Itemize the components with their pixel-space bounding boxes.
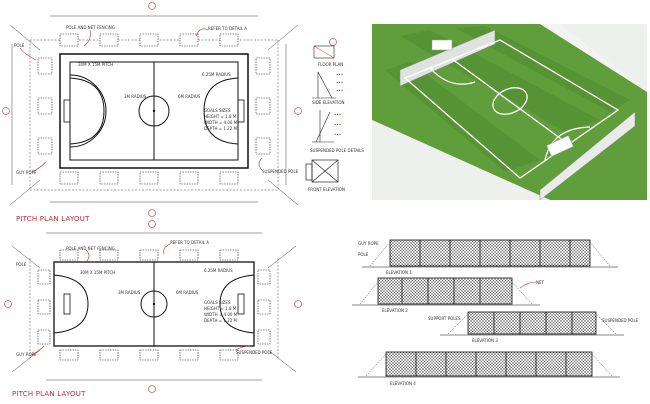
- label-pole-bottom: POLE: [16, 262, 27, 267]
- label-suspended-pole-bottom: SUSPENDED POLE: [236, 350, 273, 355]
- label-goal-depth: DEPTH = 1.22 M: [204, 126, 238, 131]
- label-elev1-pole: POLE: [358, 252, 369, 257]
- label-elevation-3: ELEVATION 3: [472, 338, 498, 343]
- label-arc-radius-top: 6.25M RADIUS: [202, 72, 231, 77]
- elevation-3: SUPPORT POLES SUSPENDED POLE ELEVATION 3: [428, 311, 639, 343]
- elevation-4: ELEVATION 4: [358, 351, 620, 386]
- pitch-3d-render: [372, 24, 647, 201]
- net-post-boxes: [37, 33, 271, 185]
- label-arc-radius-bottom: 6M RADIUS: [176, 290, 199, 295]
- label-goal-sizes-bottom: GOALS SIZES: [204, 300, 231, 305]
- suspended-pole-drawing: [312, 110, 334, 143]
- label-center-radius: 3M RADIUS: [124, 94, 147, 99]
- label-elev1-guy-rope: GUY ROPE: [358, 241, 379, 246]
- penalty-arc-left: [69, 77, 105, 145]
- detail-a: FLOOR PLAN ••• ••• ••• SIDE ELEVATION ••• •…: [305, 38, 364, 192]
- label-goal-width: WIDTH = 4.00 M: [204, 120, 238, 125]
- label-elevation-1: ELEVATION 1: [386, 270, 412, 275]
- elevation-1: GUY ROPE POLE ELEVATION 1: [358, 239, 618, 275]
- svg-text:•••: •••: [336, 88, 343, 93]
- label-pole-net-fencing-bottom: POLE AND NET FENCING: [66, 246, 115, 251]
- svg-text:•••: •••: [334, 132, 341, 137]
- label-suspended-pole-details: SUSPENDED POLE DETAILS: [310, 148, 364, 153]
- label-guy-rope: GUY ROPE: [16, 170, 37, 175]
- goal-left: [63, 99, 71, 123]
- goal-right: [237, 99, 245, 123]
- section-markers: [2, 2, 302, 217]
- label-floor-plan: FLOOR PLAN: [318, 62, 343, 67]
- center-circle: [138, 95, 170, 127]
- label-goal-depth-bottom: DEPTH = 1.22 M: [204, 318, 238, 323]
- svg-text:•••: •••: [336, 80, 343, 85]
- front-elevation-drawing: [305, 159, 339, 183]
- label-front-elevation: FRONT ELEVATION: [308, 187, 345, 192]
- pitch-lines-3d: [403, 39, 620, 179]
- pitch-plan-bottom: POLE AND NET FENCING REFER TO DETAIL A P…: [4, 220, 302, 398]
- label-center-radius-bottom: 3M RADIUS: [118, 290, 141, 295]
- goal-near: [546, 135, 574, 157]
- label-elev2-net: NET: [536, 280, 545, 285]
- wall-near: [539, 111, 636, 201]
- elevations: GUY ROPE POLE ELEVATION 1 NET ELEVATION …: [352, 239, 639, 386]
- penalty-arc-right: [203, 77, 239, 145]
- label-goal-sizes: GOALS SIZES: [204, 108, 231, 113]
- label-refer-detail: REFER TO DETAIL A: [208, 26, 247, 31]
- title-pitch-plan-top: PITCH PLAN LAYOUT: [16, 215, 90, 223]
- label-goal-height-bottom: HEIGHT = 1.8 M: [204, 306, 237, 311]
- elevation-2: NET ELEVATION 2: [352, 277, 545, 313]
- title-pitch-plan-bottom: PITCH PLAN LAYOUT: [12, 390, 86, 398]
- pitch-plan-top: POLE AND NET FENCING REFER TO DETAIL A P…: [2, 2, 302, 223]
- svg-text:•••: •••: [334, 112, 341, 117]
- svg-text:•••: •••: [336, 72, 343, 77]
- label-refer-detail-bottom: REFER TO DETAIL A: [170, 240, 209, 245]
- label-pitch-size-bottom: 30M X 15M PITCH: [80, 270, 115, 275]
- side-elevation-drawing: [312, 71, 336, 99]
- label-arc-radius: 6M RADIUS: [178, 94, 201, 99]
- label-elevation-2: ELEVATION 2: [382, 308, 408, 313]
- goal-far: [431, 39, 453, 51]
- label-pole: POLE: [14, 43, 25, 48]
- label-pitch-size: 30M X 15M PITCH: [78, 62, 113, 67]
- label-elev3-suspended-pole: SUSPENDED POLE: [602, 318, 639, 323]
- wall-far: [399, 29, 496, 87]
- label-goal-height: HEIGHT = 1.8 M: [204, 114, 237, 119]
- label-pole-net-fencing: POLE AND NET FENCING: [66, 25, 115, 30]
- label-side-elevation: SIDE ELEVATION: [312, 100, 345, 105]
- label-elevation-4: ELEVATION 4: [390, 381, 416, 386]
- label-goal-width-bottom: WIDTH = 4.00 M: [204, 312, 238, 317]
- label-arc-radius-top-bottom: 6.25M RADIUS: [204, 268, 233, 273]
- floor-plan-box: [313, 45, 335, 59]
- label-guy-rope-bottom: GUY ROPE: [16, 352, 37, 357]
- label-suspended-pole: SUSPENDED POLE: [262, 169, 299, 174]
- svg-text:•••: •••: [334, 122, 341, 127]
- label-elev3-support-poles: SUPPORT POLES: [428, 316, 461, 321]
